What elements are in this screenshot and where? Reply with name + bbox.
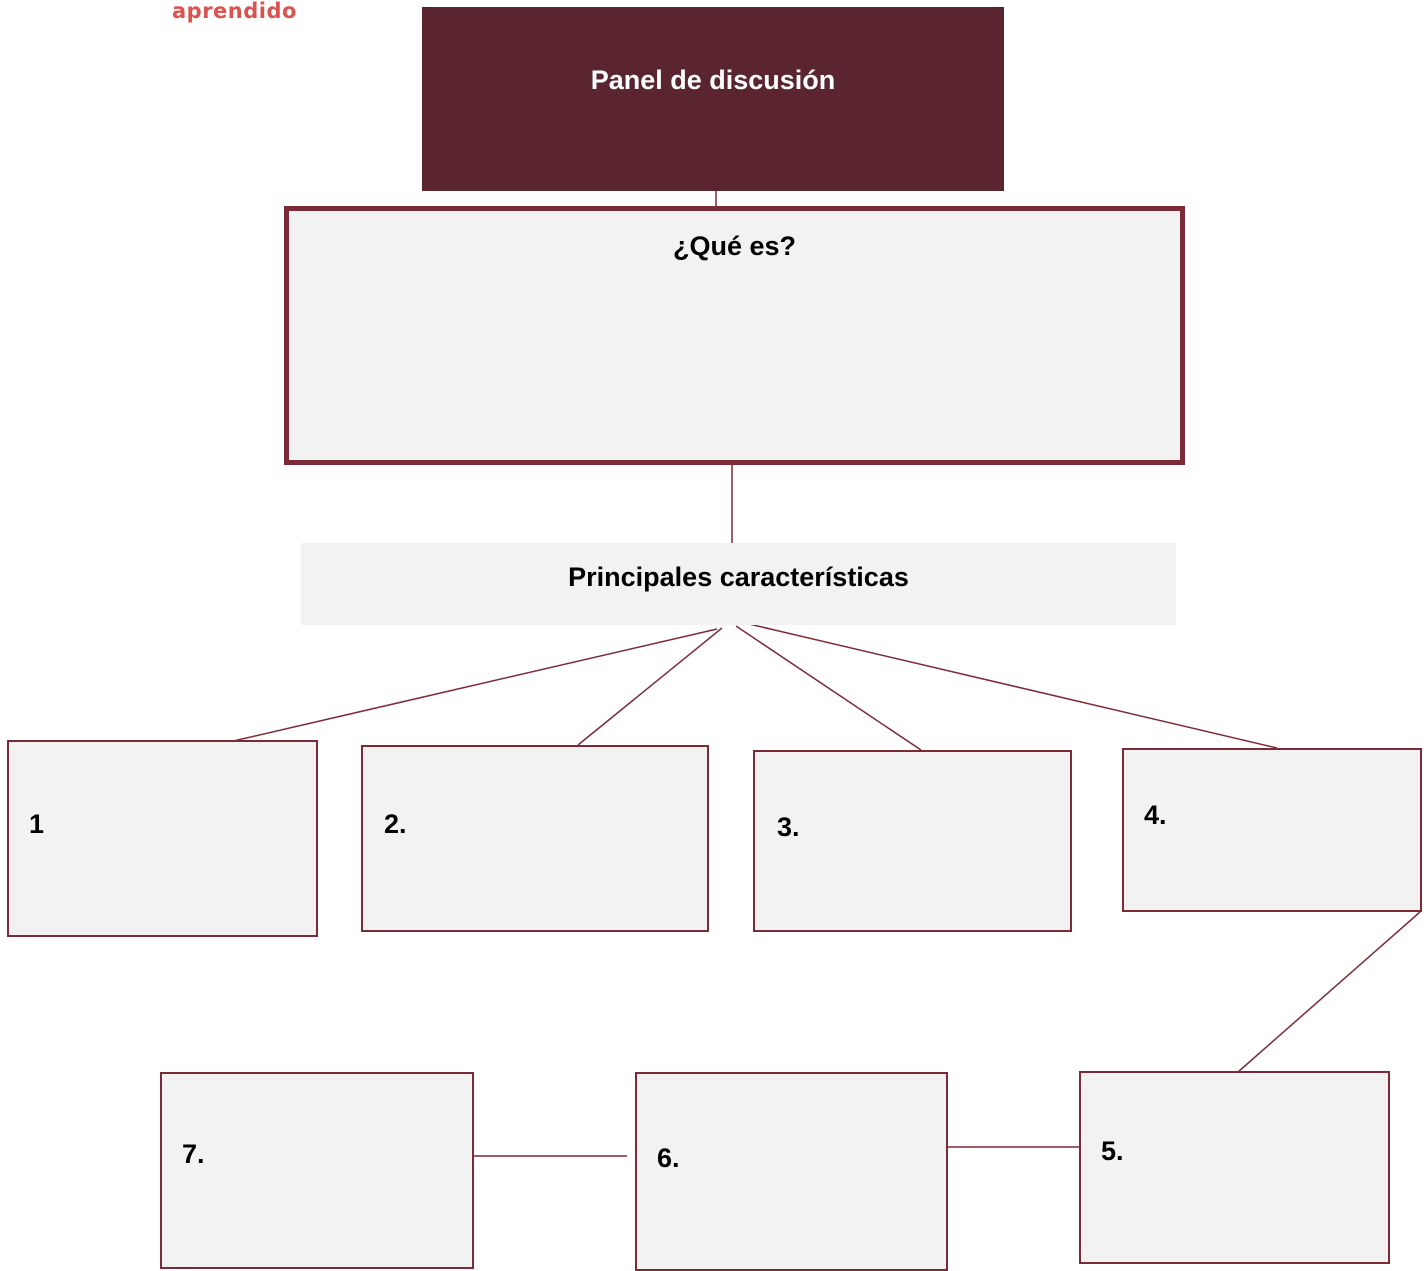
item-box-1: 1 xyxy=(7,740,318,937)
item-label-3: 3. xyxy=(777,812,800,842)
item-box-2: 2. xyxy=(361,745,709,932)
item-box-6: 6. xyxy=(635,1072,948,1271)
subtitle-label: Principales características xyxy=(568,562,909,592)
item-box-5: 5. xyxy=(1079,1071,1390,1264)
connector-subtitle-item-2 xyxy=(577,627,723,746)
item-label-4: 4. xyxy=(1144,800,1167,830)
item-label-7: 7. xyxy=(182,1139,205,1169)
item-box-7: 7. xyxy=(160,1072,474,1269)
connector-subtitle-item-4 xyxy=(748,623,1278,749)
item-box-4: 4. xyxy=(1122,748,1422,912)
question-label: ¿Qué es? xyxy=(672,231,797,261)
logo-text: aprendido xyxy=(172,0,297,23)
connector-subtitle-item-3 xyxy=(735,625,922,751)
question-box: ¿Qué es? xyxy=(284,206,1185,465)
diagram-title: Panel de discusión xyxy=(590,65,836,95)
item-box-3: 3. xyxy=(753,750,1072,932)
item-label-5: 5. xyxy=(1101,1136,1124,1166)
item-label-2: 2. xyxy=(384,809,407,839)
title-box: Panel de discusión xyxy=(422,7,1004,191)
connector-subtitle-item-1 xyxy=(228,628,718,743)
subtitle-box: Principales características xyxy=(301,543,1176,625)
connector-item-4-item-5 xyxy=(1237,911,1421,1073)
item-label-1: 1 xyxy=(29,809,45,839)
item-label-6: 6. xyxy=(657,1143,680,1173)
